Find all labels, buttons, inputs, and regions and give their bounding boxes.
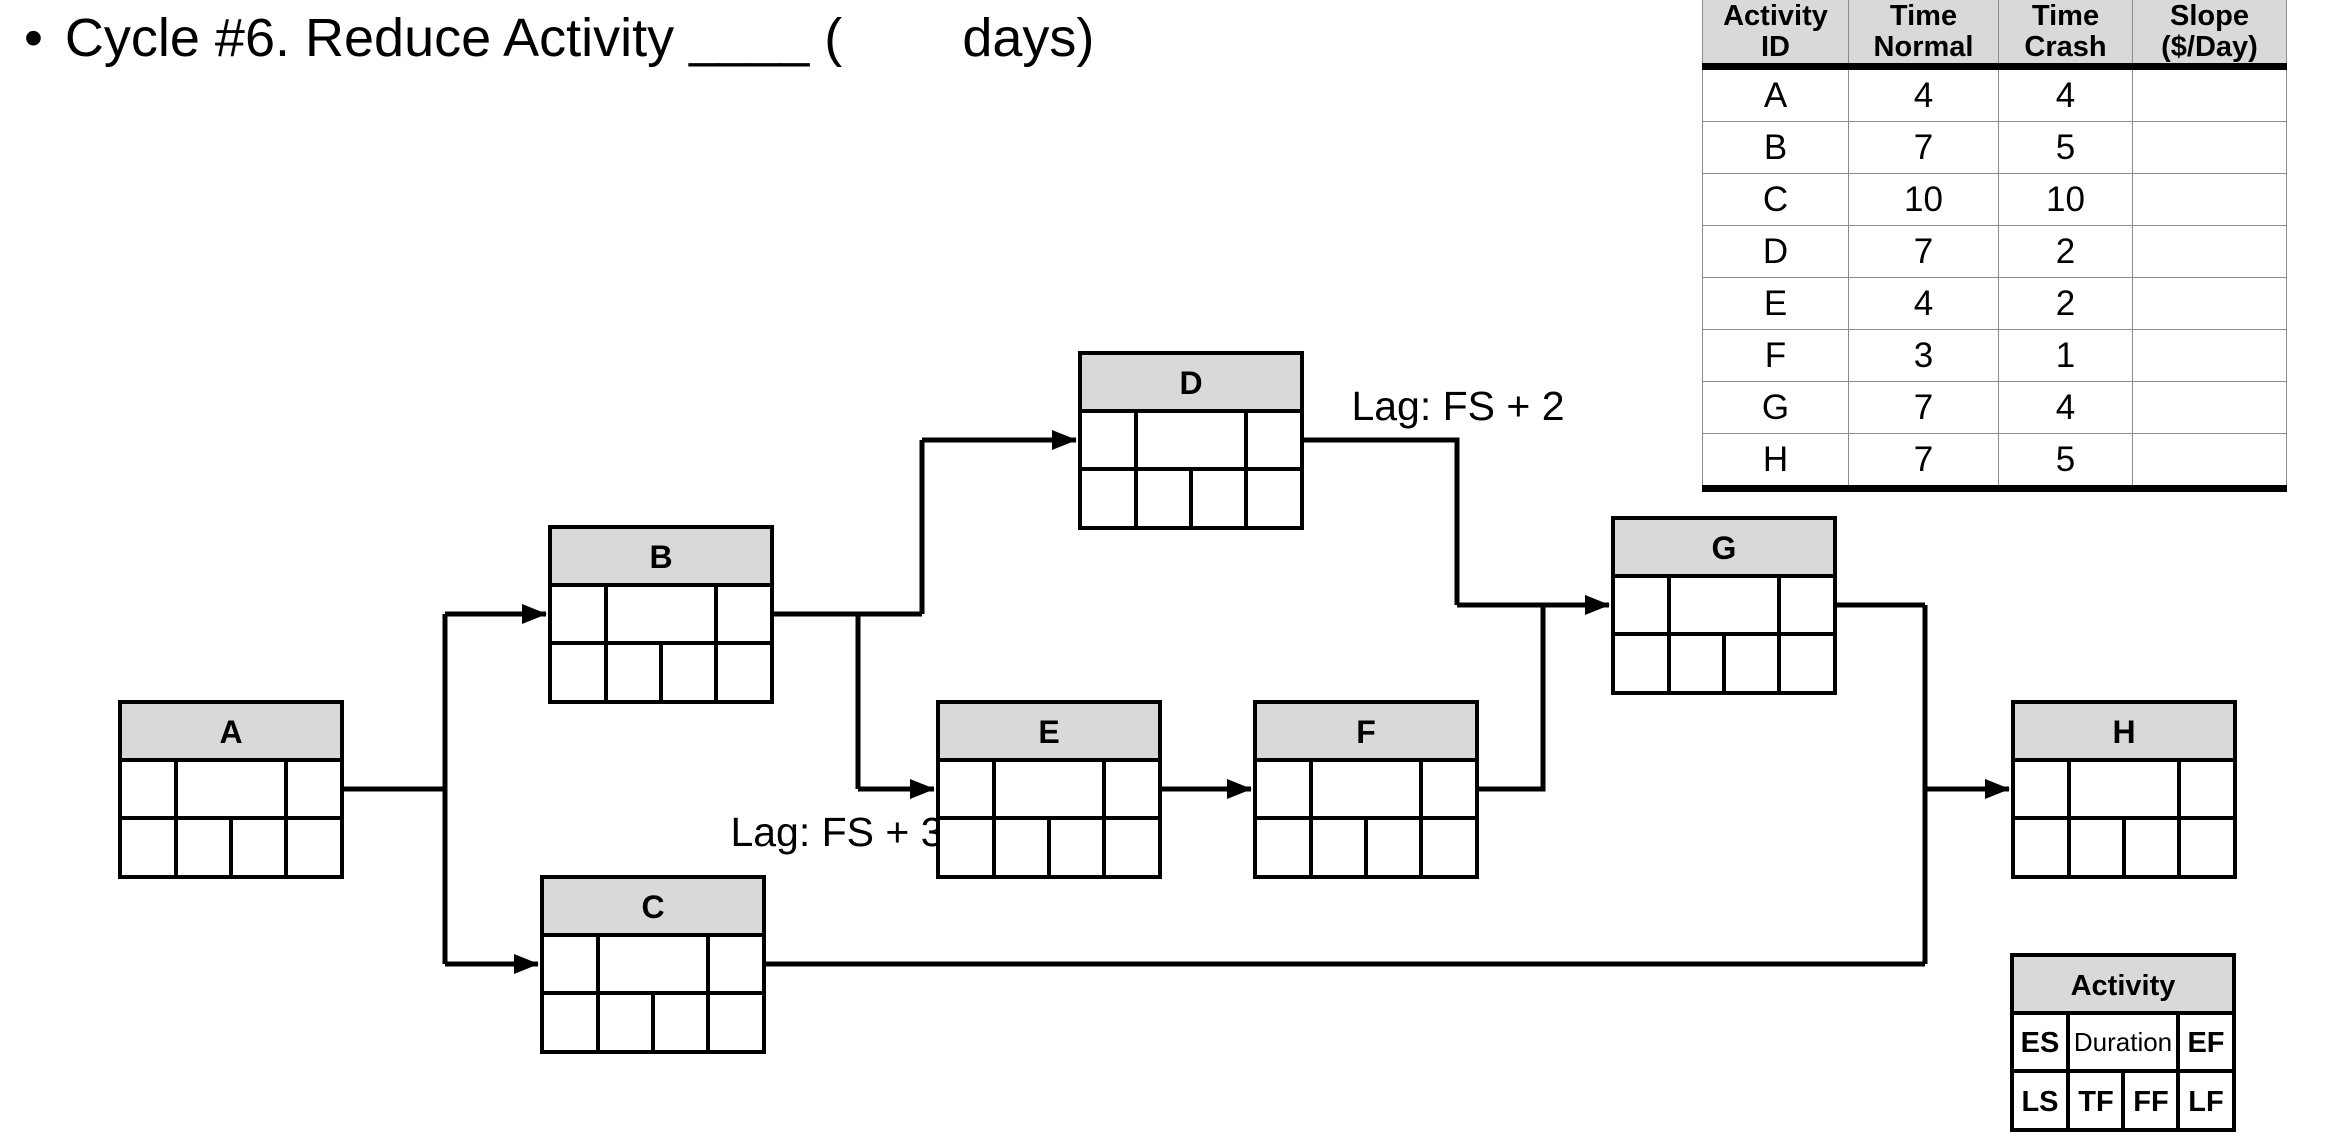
cell-time-normal: 7 bbox=[1849, 382, 1999, 433]
col-header-slope: Slope ($/Day) bbox=[2133, 0, 2287, 63]
col-header-time-normal: Time Normal bbox=[1849, 0, 1999, 63]
title-bullet: • bbox=[24, 8, 43, 68]
node-label: E bbox=[1038, 714, 1059, 750]
cell-slope bbox=[2133, 278, 2287, 329]
legend-title: Activity bbox=[2071, 970, 2176, 1002]
cell-activity-id: D bbox=[1702, 226, 1849, 277]
activity-node-b: B bbox=[548, 525, 774, 704]
cell-time-normal: 7 bbox=[1849, 122, 1999, 173]
legend-activity-box: Activity ES Duration EF LS TF FF LF bbox=[2010, 953, 2236, 1132]
cell-slope bbox=[2133, 226, 2287, 277]
node-label: G bbox=[1712, 530, 1737, 566]
header-line: Normal bbox=[1873, 30, 1974, 63]
table-row: D 7 2 bbox=[1702, 226, 2287, 278]
table-row: B 7 5 bbox=[1702, 122, 2287, 174]
cell-time-crash: 4 bbox=[1999, 70, 2133, 121]
node-label: F bbox=[1356, 714, 1376, 750]
node-label: B bbox=[649, 539, 672, 575]
col-header-time-crash: Time Crash bbox=[1999, 0, 2133, 63]
cell-time-normal: 4 bbox=[1849, 70, 1999, 121]
cell-slope bbox=[2133, 174, 2287, 225]
cell-time-crash: 4 bbox=[1999, 382, 2133, 433]
table-row: C 10 10 bbox=[1702, 174, 2287, 226]
col-header-activity-id: Activity ID bbox=[1702, 0, 1849, 63]
cell-time-normal: 4 bbox=[1849, 278, 1999, 329]
cell-activity-id: B bbox=[1702, 122, 1849, 173]
activity-node-h: H bbox=[2011, 700, 2237, 879]
cell-slope bbox=[2133, 330, 2287, 381]
legend-duration: Duration bbox=[2074, 1027, 2172, 1057]
cell-time-normal: 7 bbox=[1849, 434, 1999, 485]
legend-es: ES bbox=[2021, 1027, 2060, 1059]
activity-node-e: E bbox=[936, 700, 1162, 879]
node-label: D bbox=[1179, 365, 1202, 401]
cell-activity-id: A bbox=[1702, 70, 1849, 121]
legend-ls: LS bbox=[2021, 1086, 2058, 1118]
cell-slope bbox=[2133, 122, 2287, 173]
legend-tf: TF bbox=[2078, 1086, 2113, 1118]
cell-time-crash: 5 bbox=[1999, 434, 2133, 485]
node-label: A bbox=[219, 714, 242, 750]
cell-time-normal: 10 bbox=[1849, 174, 1999, 225]
crash-time-table: Activity ID Time Normal Time Crash Slope… bbox=[1702, 0, 2287, 492]
cell-slope bbox=[2133, 70, 2287, 121]
lag-label-fs2: Lag: FS + 2 bbox=[1351, 383, 1564, 429]
header-line: Crash bbox=[2024, 30, 2107, 63]
table-row: E 4 2 bbox=[1702, 278, 2287, 330]
header-line: Slope bbox=[2170, 0, 2249, 32]
activity-node-a: A bbox=[118, 700, 344, 879]
table-row: A 4 4 bbox=[1702, 70, 2287, 122]
header-line: ID bbox=[1761, 30, 1790, 63]
cell-activity-id: E bbox=[1702, 278, 1849, 329]
header-line: ($/Day) bbox=[2161, 30, 2258, 63]
header-line: Time bbox=[1889, 0, 1958, 32]
legend-ff: FF bbox=[2133, 1086, 2168, 1118]
cell-time-crash: 2 bbox=[1999, 278, 2133, 329]
cell-time-crash: 5 bbox=[1999, 122, 2133, 173]
slide-title: • Cycle #6. Reduce Activity ____ ( days) bbox=[24, 8, 1094, 68]
cell-slope bbox=[2133, 434, 2287, 485]
title-text: Cycle #6. Reduce Activity ____ ( days) bbox=[64, 8, 1095, 68]
activity-node-f: F bbox=[1253, 700, 1479, 879]
table-row: G 7 4 bbox=[1702, 382, 2287, 434]
cell-activity-id: F bbox=[1702, 330, 1849, 381]
cell-slope bbox=[2133, 382, 2287, 433]
connector-d-out bbox=[1302, 437, 1460, 605]
cell-activity-id: H bbox=[1702, 434, 1849, 485]
activity-node-c: C bbox=[540, 875, 766, 1054]
cell-time-normal: 7 bbox=[1849, 226, 1999, 277]
activity-node-d: D bbox=[1078, 351, 1304, 530]
table-row: F 3 1 bbox=[1702, 330, 2287, 382]
crash-table-header-row: Activity ID Time Normal Time Crash Slope… bbox=[1702, 0, 2287, 70]
header-line: Activity bbox=[1723, 0, 1828, 32]
node-label: H bbox=[2112, 714, 2135, 750]
cell-time-crash: 10 bbox=[1999, 174, 2133, 225]
legend-lf: LF bbox=[2188, 1086, 2223, 1118]
cell-time-crash: 2 bbox=[1999, 226, 2133, 277]
header-line: Time bbox=[2031, 0, 2100, 32]
legend-ef: EF bbox=[2187, 1027, 2224, 1059]
cell-time-crash: 1 bbox=[1999, 330, 2133, 381]
lag-label-fs3: Lag: FS + 3 bbox=[730, 809, 943, 855]
activity-node-g: G bbox=[1611, 516, 1837, 695]
cell-time-normal: 3 bbox=[1849, 330, 1999, 381]
node-label: C bbox=[641, 889, 664, 925]
cell-activity-id: G bbox=[1702, 382, 1849, 433]
table-row: H 7 5 bbox=[1702, 434, 2287, 485]
connector-f-out bbox=[1477, 605, 1546, 792]
cell-activity-id: C bbox=[1702, 174, 1849, 225]
